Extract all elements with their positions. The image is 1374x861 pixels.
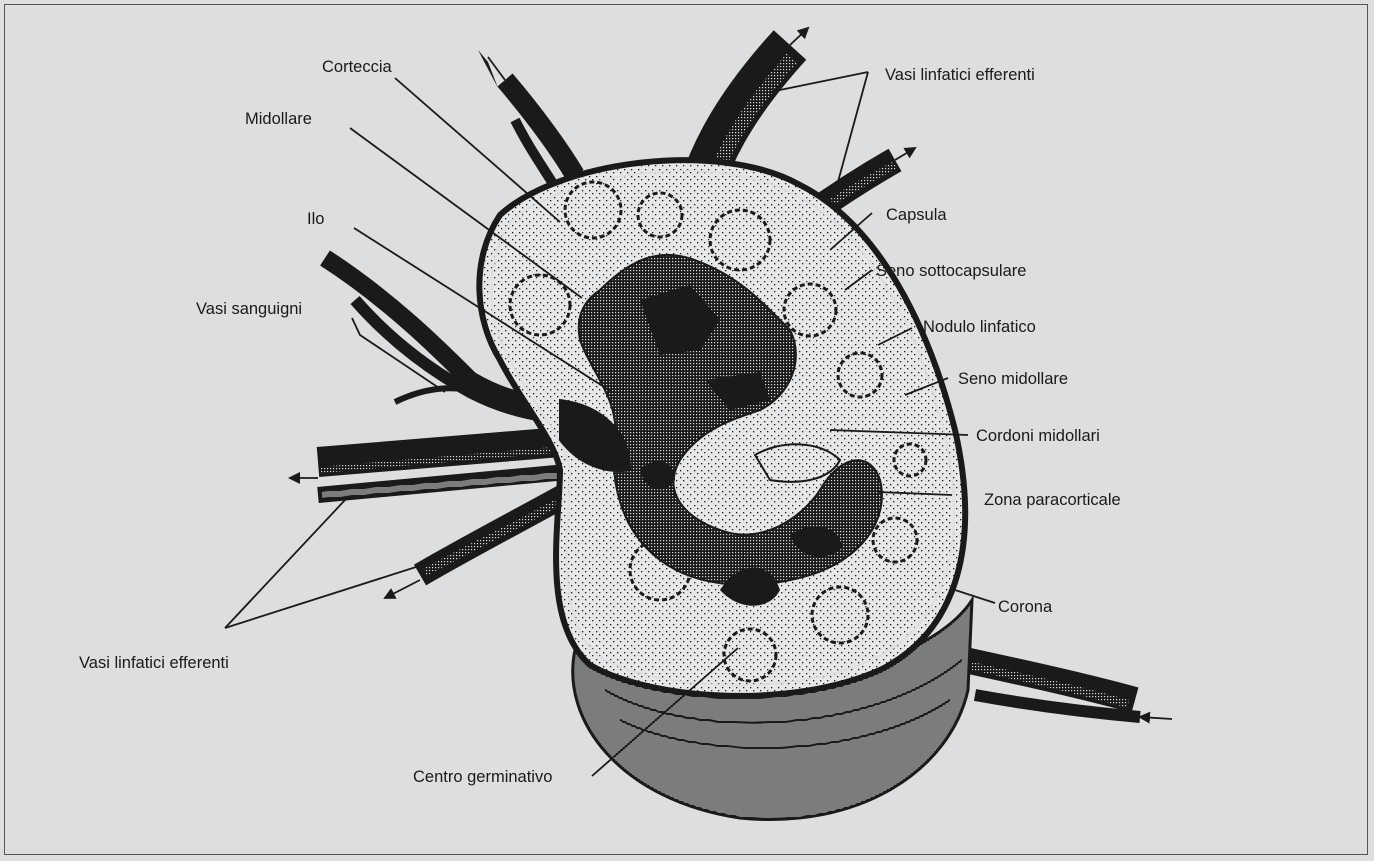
label-corona: Corona	[998, 598, 1053, 616]
afferent-vessel-bottom-right	[965, 660, 1172, 719]
label-vasi-efferenti-top: Vasi linfatici efferenti	[885, 66, 1035, 84]
label-seno-midollare: Seno midollare	[958, 370, 1068, 388]
label-vasi-sanguigni: Vasi sanguigni	[196, 300, 302, 318]
label-midollare: Midollare	[245, 110, 312, 128]
label-centro-germinativo: Centro germinativo	[413, 768, 552, 786]
afferent-vessel-top-left	[478, 50, 575, 195]
label-vasi-efferenti-bottom: Vasi linfatici efferenti	[79, 654, 229, 672]
label-ilo: Ilo	[307, 210, 324, 228]
leader-vasi-sanguigni	[352, 318, 445, 392]
label-seno-sottocapsulare: Seno sottocapsulare	[876, 262, 1026, 280]
label-nodulo-linfatico: Nodulo linfatico	[923, 318, 1036, 336]
leader-corona	[955, 590, 995, 603]
label-zona-paracorticale: Zona paracorticale	[984, 491, 1121, 509]
label-cordoni-midollari: Cordoni midollari	[976, 427, 1100, 445]
label-corteccia: Corteccia	[322, 58, 393, 76]
label-capsula: Capsula	[886, 206, 947, 224]
